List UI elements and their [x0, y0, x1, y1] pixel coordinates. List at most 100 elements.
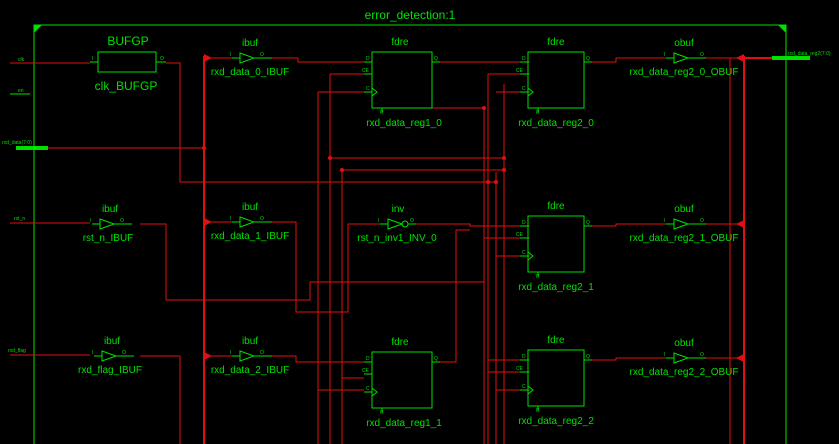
svg-text:D: D [522, 56, 526, 62]
svg-text:C: C [522, 384, 526, 390]
svg-text:ibuf: ibuf [104, 336, 120, 347]
svg-text:fdre: fdre [547, 201, 565, 212]
svg-text:I: I [92, 350, 93, 356]
svg-text:O: O [260, 52, 264, 58]
svg-text:obuf: obuf [674, 204, 694, 215]
cell-obuf-1[interactable]: obuf I O rxd_data_reg2_1_OBUF [630, 204, 739, 244]
svg-text:O: O [122, 350, 126, 356]
cell-fdre-reg2-2[interactable]: fdre D CE C Q R rxd_data_reg2_2 [516, 335, 594, 427]
module-title: error_detection:1 [365, 8, 456, 22]
cell-ibuf-d2[interactable]: ibuf I O rxd_data_2_IBUF [211, 336, 289, 376]
svg-text:rxd_data_reg2_0_OBUF: rxd_data_reg2_0_OBUF [630, 67, 739, 78]
svg-text:rxd_data_reg1_0: rxd_data_reg1_0 [366, 118, 442, 129]
port-rst-n-label: rst_n [14, 216, 25, 222]
svg-text:obuf: obuf [674, 38, 694, 49]
svg-text:ibuf: ibuf [242, 38, 258, 49]
svg-text:rxd_data_reg2_1: rxd_data_reg2_1 [518, 282, 594, 293]
svg-text:I: I [664, 218, 665, 224]
svg-text:I: I [230, 216, 231, 222]
svg-text:rxd_data_reg2_2: rxd_data_reg2_2 [518, 416, 594, 427]
cell-fdre-reg1-1[interactable]: fdre D CE C Q R rxd_data_reg1_1 [362, 337, 442, 429]
svg-text:O: O [160, 56, 164, 62]
svg-text:I: I [664, 352, 665, 358]
port-rxd-data-label: rxd_data(7:0) [2, 140, 32, 146]
svg-text:D: D [366, 356, 370, 362]
svg-text:ibuf: ibuf [102, 204, 118, 215]
cell-ibuf-rst[interactable]: ibuf I O rst_n_IBUF [83, 204, 134, 244]
cell-fdre-reg2-1[interactable]: fdre D CE C Q R rxd_data_reg2_1 [516, 201, 594, 293]
svg-text:C: C [522, 86, 526, 92]
port-out-label: rxd_data_reg2(7:0) [788, 51, 831, 57]
port-clk-label: clk [18, 57, 25, 63]
svg-text:I: I [664, 52, 665, 58]
svg-text:Q: Q [586, 220, 590, 226]
cell-ibuf-d1[interactable]: ibuf I O rxd_data_1_IBUF [211, 202, 289, 242]
cell-obuf-0[interactable]: obuf I O rxd_data_reg2_0_OBUF [630, 38, 739, 78]
cell-instance-label: clk_BUFGP [95, 79, 158, 93]
svg-text:rxd_data_0_IBUF: rxd_data_0_IBUF [211, 67, 289, 78]
svg-text:fdre: fdre [547, 37, 565, 48]
svg-text:O: O [260, 350, 264, 356]
svg-text:I: I [378, 218, 379, 224]
wires [10, 56, 772, 444]
cell-inv[interactable]: inv I O rst_n_inv1_INV_0 [357, 204, 437, 244]
svg-text:C: C [522, 250, 526, 256]
svg-text:rxd_data_reg2_2_OBUF: rxd_data_reg2_2_OBUF [630, 367, 739, 378]
svg-text:R: R [536, 110, 540, 116]
svg-text:O: O [700, 352, 704, 358]
port-en-label: en [18, 88, 24, 94]
svg-text:Q: Q [434, 56, 438, 62]
svg-text:CE: CE [516, 68, 524, 74]
svg-text:D: D [366, 56, 370, 62]
svg-text:O: O [410, 218, 414, 224]
svg-text:Q: Q [586, 56, 590, 62]
cell-obuf-2[interactable]: obuf I O rxd_data_reg2_2_OBUF [630, 338, 739, 378]
svg-text:ibuf: ibuf [242, 336, 258, 347]
svg-text:rxd_data_reg2_0: rxd_data_reg2_0 [518, 118, 594, 129]
svg-text:CE: CE [516, 232, 524, 238]
svg-text:I: I [92, 56, 93, 62]
svg-text:rxd_flag_IBUF: rxd_flag_IBUF [78, 365, 142, 376]
svg-text:I: I [230, 52, 231, 58]
svg-text:rxd_data_2_IBUF: rxd_data_2_IBUF [211, 365, 289, 376]
svg-text:rst_n_inv1_INV_0: rst_n_inv1_INV_0 [357, 233, 437, 244]
svg-text:Q: Q [586, 354, 590, 360]
svg-text:rxd_data_reg2_1_OBUF: rxd_data_reg2_1_OBUF [630, 233, 739, 244]
bus-taps [204, 54, 744, 362]
cell-fdre-reg2-0[interactable]: fdre D CE C Q R rxd_data_reg2_0 [516, 37, 594, 129]
svg-text:inv: inv [392, 204, 405, 215]
cell-ibuf-flag[interactable]: ibuf I O rxd_flag_IBUF [78, 336, 142, 376]
svg-text:O: O [700, 218, 704, 224]
svg-text:R: R [536, 408, 540, 414]
input-ports: clk en rxd_data(7:0) rst_n rxd_flag [2, 57, 48, 354]
svg-text:CE: CE [362, 68, 370, 74]
svg-text:I: I [230, 350, 231, 356]
svg-text:rst_n_IBUF: rst_n_IBUF [83, 233, 134, 244]
svg-text:I: I [90, 218, 91, 224]
svg-text:obuf: obuf [674, 338, 694, 349]
port-rxd-flag-label: rxd_flag [8, 348, 26, 354]
output-port: rxd_data_reg2(7:0) [772, 51, 831, 60]
svg-text:D: D [522, 354, 526, 360]
svg-text:R: R [536, 274, 540, 280]
svg-text:C: C [366, 386, 370, 392]
svg-text:R: R [380, 410, 384, 416]
svg-text:ibuf: ibuf [242, 202, 258, 213]
svg-text:Q: Q [434, 356, 438, 362]
svg-text:CE: CE [362, 368, 370, 374]
cell-fdre-reg1-0[interactable]: fdre D CE C Q R rxd_data_reg1_0 [362, 37, 442, 129]
svg-text:O: O [700, 52, 704, 58]
cell-ibuf-d0[interactable]: ibuf I O rxd_data_0_IBUF [211, 38, 289, 78]
svg-text:C: C [366, 86, 370, 92]
net-junctions [202, 106, 506, 184]
svg-text:D: D [522, 220, 526, 226]
svg-text:fdre: fdre [391, 37, 409, 48]
svg-text:CE: CE [516, 366, 524, 372]
cell-bufgp[interactable]: BUFGP I O clk_BUFGP [90, 34, 166, 93]
svg-text:rxd_data_reg1_1: rxd_data_reg1_1 [366, 418, 442, 429]
svg-text:rxd_data_1_IBUF: rxd_data_1_IBUF [211, 231, 289, 242]
module-frame [33, 24, 787, 444]
svg-text:R: R [380, 110, 384, 116]
svg-text:fdre: fdre [391, 337, 409, 348]
